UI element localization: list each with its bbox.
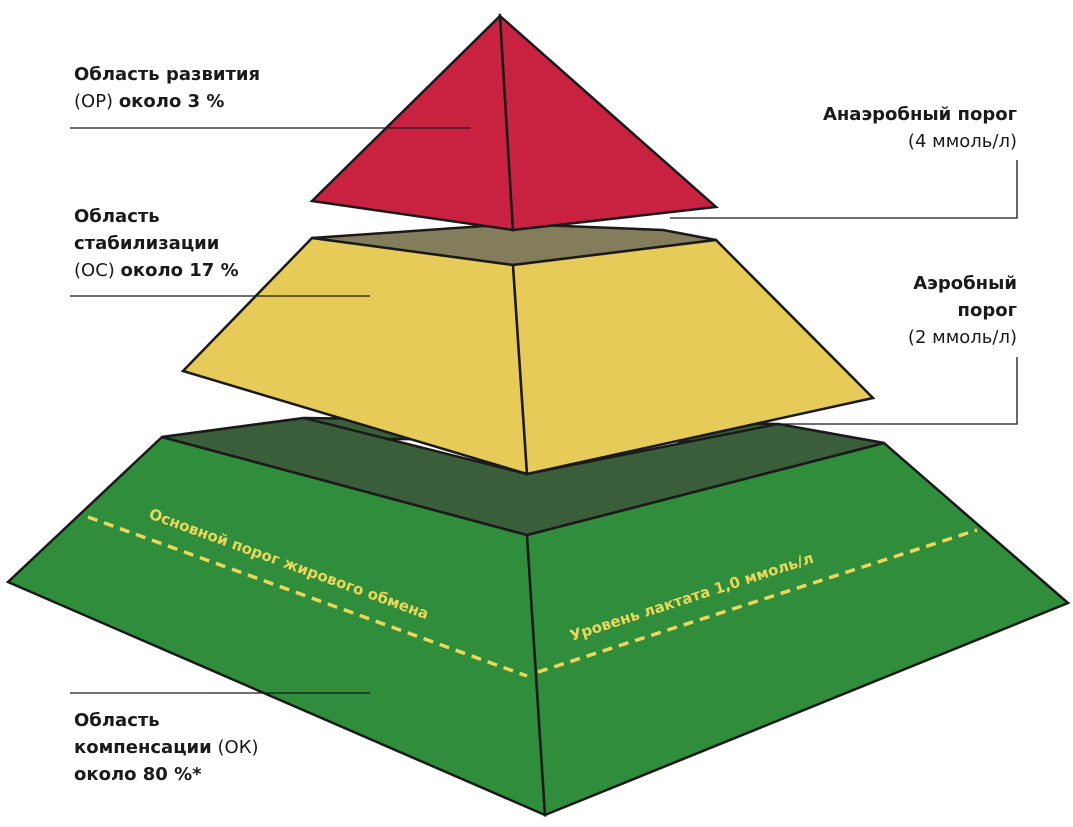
development-zone-name: Область развития <box>74 64 261 85</box>
compensation-tier: Основной порог жирового обмена Уровень л… <box>5 416 1071 817</box>
compensation-zone-percent: около 80 %* <box>74 764 202 785</box>
development-tier <box>309 13 719 232</box>
anaerobic-threshold-name: Анаэробный порог <box>822 104 1017 125</box>
compensation-zone-name-line2: компенсации <box>74 737 212 758</box>
stabilization-zone-percent: около 17 % <box>120 260 239 281</box>
aerobic-threshold-value: (2 ммоль/л) <box>907 327 1017 348</box>
stabilization-zone-label: Область стабилизации (ОС) около 17 % <box>74 203 294 284</box>
stabilization-tier <box>180 222 876 476</box>
stabilization-zone-name-line1: Область <box>74 206 160 227</box>
fat-metabolism-dashed-line <box>87 515 528 678</box>
lactate-dashed-line <box>537 528 978 674</box>
stabilization-right-face <box>511 238 876 476</box>
development-right-face <box>498 13 719 232</box>
compensation-zone-name-line1: Область <box>74 710 160 731</box>
aerobic-threshold-name-line2: порог <box>957 300 1017 321</box>
aerobic-leader-line <box>780 357 1018 425</box>
development-zone-percent: около 3 % <box>118 91 225 112</box>
stabilization-zone-abbr: (ОС) <box>74 260 115 281</box>
anaerobic-threshold-value: (4 ммоль/л) <box>907 131 1017 152</box>
leader-lines <box>70 127 1018 694</box>
aerobic-threshold-name-line1: Аэробный <box>913 273 1017 294</box>
development-zone-label: Область развития (ОР) около 3 % <box>74 61 334 115</box>
aerobic-threshold-label: Аэробный порог (2 ммоль/л) <box>797 270 1017 351</box>
compensation-zone-label: Область компенсации (ОК) около 80 %* <box>74 707 334 788</box>
compensation-zone-abbr: (ОК) <box>217 737 259 758</box>
development-zone-abbr: (ОР) <box>74 91 114 112</box>
compensation-inner-top <box>161 416 885 537</box>
anaerobic-threshold-label: Анаэробный порог (4 ммоль/л) <box>757 101 1017 155</box>
anaerobic-leader-line <box>670 160 1018 219</box>
stabilization-zone-name-line2: стабилизации <box>74 233 220 254</box>
development-left-face <box>309 13 515 232</box>
